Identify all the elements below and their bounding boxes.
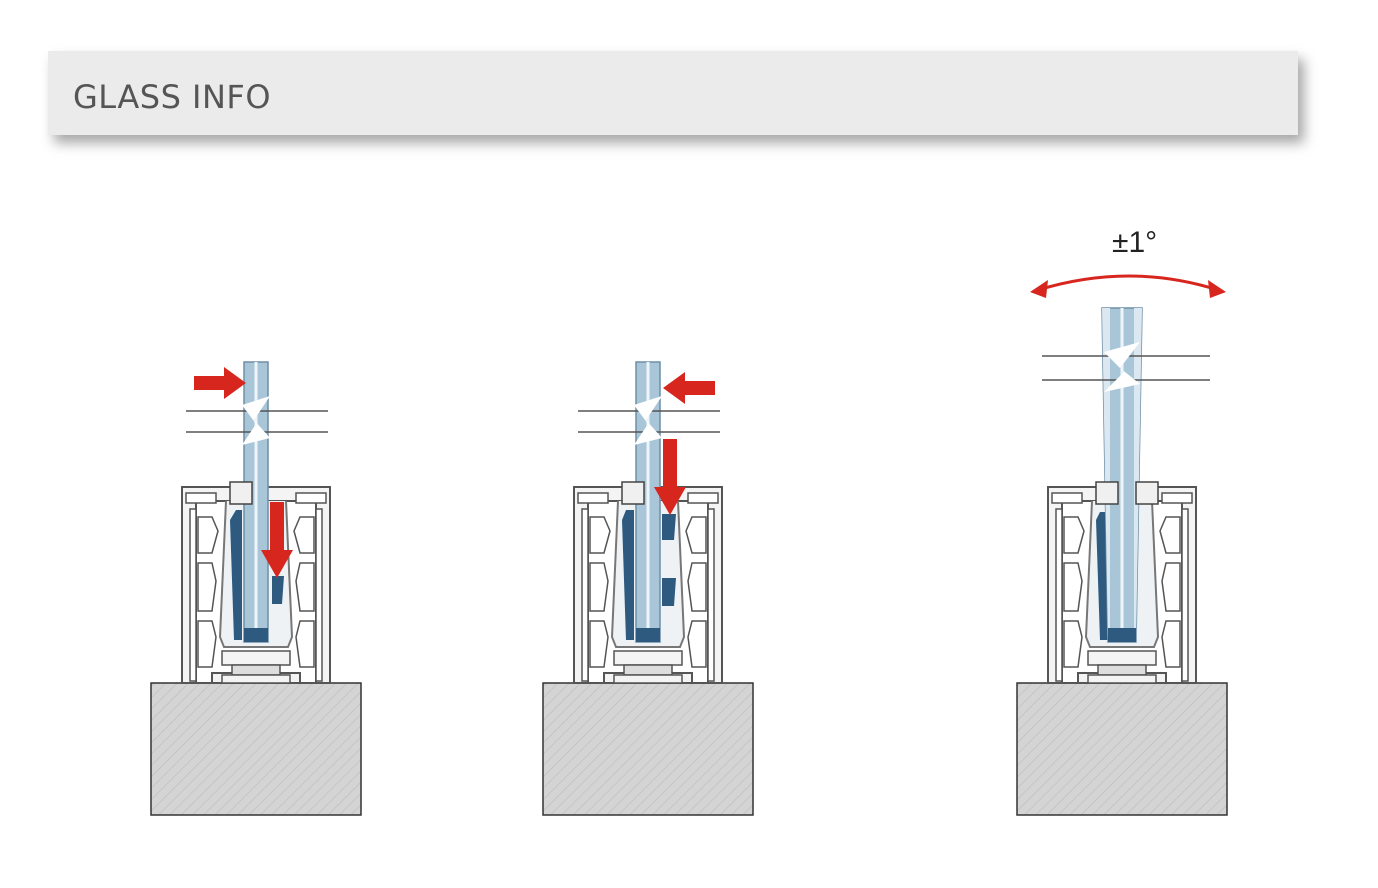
gasket: [662, 514, 676, 540]
arc-arrowhead-left: [1030, 280, 1048, 298]
angle-tolerance-label: ±1°: [1112, 226, 1158, 259]
push-arrow-left: [663, 372, 715, 404]
gasket: [272, 576, 284, 604]
panel-step-3: [1016, 274, 1228, 816]
gasket: [662, 578, 676, 606]
push-arrow-right: [194, 367, 246, 399]
panel-step-2: [542, 361, 754, 816]
angle-arc: [1037, 274, 1219, 292]
gasket: [622, 510, 634, 640]
panel-step-1: [150, 361, 362, 816]
page-title: GLASS INFO: [73, 78, 272, 116]
concrete-slab: [542, 682, 754, 816]
gasket: [1096, 512, 1108, 640]
concrete-slab: [150, 682, 362, 816]
arc-arrowhead-right: [1208, 280, 1226, 298]
concrete-slab: [1016, 682, 1228, 816]
gasket: [230, 510, 242, 640]
header-bar: GLASS INFO: [48, 51, 1298, 135]
